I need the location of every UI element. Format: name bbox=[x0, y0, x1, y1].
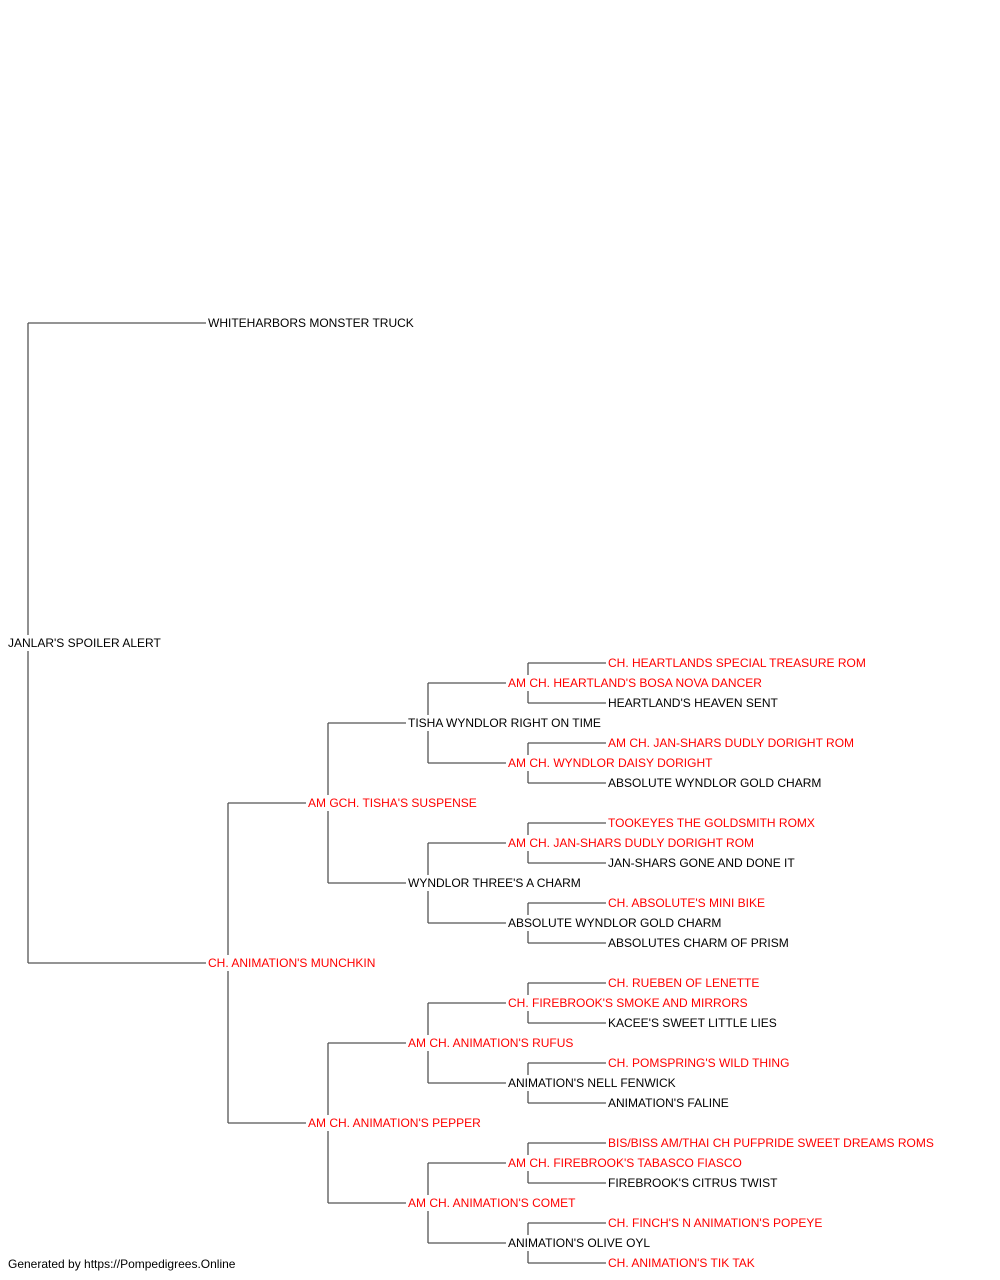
generated-by-footer[interactable]: Generated by https://Pompedigrees.Online bbox=[8, 1257, 236, 1271]
dog-name-dam-ddd[interactable]: ANIMATION'S OLIVE OYL bbox=[508, 1236, 651, 1250]
dog-name-g5-16[interactable]: CH. ANIMATION'S TIK TAK bbox=[608, 1256, 755, 1270]
dog-name-dam-sss[interactable]: AM CH. HEARTLAND'S BOSA NOVA DANCER bbox=[508, 676, 762, 690]
dog-name-g5-09[interactable]: CH. RUEBEN OF LENETTE bbox=[608, 976, 760, 990]
dog-name-g5-08[interactable]: ABSOLUTES CHARM OF PRISM bbox=[608, 936, 789, 950]
dog-name-g5-15[interactable]: CH. FINCH'S N ANIMATION'S POPEYE bbox=[608, 1216, 823, 1230]
dog-name-dam-dss[interactable]: CH. FIREBROOK'S SMOKE AND MIRRORS bbox=[508, 996, 748, 1010]
dog-name-g5-06[interactable]: JAN-SHARS GONE AND DONE IT bbox=[608, 856, 795, 870]
dog-name-dam[interactable]: CH. ANIMATION'S MUNCHKIN bbox=[208, 956, 376, 970]
dog-name-g5-12[interactable]: ANIMATION'S FALINE bbox=[608, 1096, 729, 1110]
dog-name-dam-dds[interactable]: AM CH. FIREBROOK'S TABASCO FIASCO bbox=[508, 1156, 742, 1170]
dog-name-g5-05[interactable]: TOOKEYES THE GOLDSMITH ROMX bbox=[608, 816, 815, 830]
dog-name-g5-01[interactable]: CH. HEARTLANDS SPECIAL TREASURE ROM bbox=[608, 656, 866, 670]
dog-name-dam-s[interactable]: AM GCH. TISHA'S SUSPENSE bbox=[308, 796, 477, 810]
dog-name-dam-ss[interactable]: TISHA WYNDLOR RIGHT ON TIME bbox=[408, 716, 601, 730]
dog-name-g5-10[interactable]: KACEE'S SWEET LITTLE LIES bbox=[608, 1016, 777, 1030]
dog-name-g5-11[interactable]: CH. POMSPRING'S WILD THING bbox=[608, 1056, 790, 1070]
dog-name-dam-sd[interactable]: WYNDLOR THREE'S A CHARM bbox=[408, 876, 581, 890]
dog-name-dam-d[interactable]: AM CH. ANIMATION'S PEPPER bbox=[308, 1116, 481, 1130]
dog-name-sire[interactable]: WHITEHARBORS MONSTER TRUCK bbox=[208, 316, 414, 330]
dog-name-dam-dsd[interactable]: ANIMATION'S NELL FENWICK bbox=[508, 1076, 676, 1090]
dog-name-g5-03[interactable]: AM CH. JAN-SHARS DUDLY DORIGHT ROM bbox=[608, 736, 855, 750]
dog-name-dam-ssd[interactable]: AM CH. WYNDLOR DAISY DORIGHT bbox=[508, 756, 713, 770]
dog-name-dam-ds[interactable]: AM CH. ANIMATION'S RUFUS bbox=[408, 1036, 574, 1050]
dog-name-g5-14[interactable]: FIREBROOK'S CITRUS TWIST bbox=[608, 1176, 778, 1190]
dog-name-dam-sds[interactable]: AM CH. JAN-SHARS DUDLY DORIGHT ROM bbox=[508, 836, 755, 850]
dog-name-g5-02[interactable]: HEARTLAND'S HEAVEN SENT bbox=[608, 696, 778, 710]
dog-name-subject[interactable]: JANLAR'S SPOILER ALERT bbox=[8, 636, 161, 650]
dog-name-dam-dd[interactable]: AM CH. ANIMATION'S COMET bbox=[408, 1196, 576, 1210]
dog-name-g5-04[interactable]: ABSOLUTE WYNDLOR GOLD CHARM bbox=[608, 776, 822, 790]
dog-name-dam-sdd[interactable]: ABSOLUTE WYNDLOR GOLD CHARM bbox=[508, 916, 722, 930]
dog-name-g5-07[interactable]: CH. ABSOLUTE'S MINI BIKE bbox=[608, 896, 765, 910]
dog-name-g5-13[interactable]: BIS/BISS AM/THAI CH PUFPRIDE SWEET DREAM… bbox=[608, 1136, 934, 1150]
